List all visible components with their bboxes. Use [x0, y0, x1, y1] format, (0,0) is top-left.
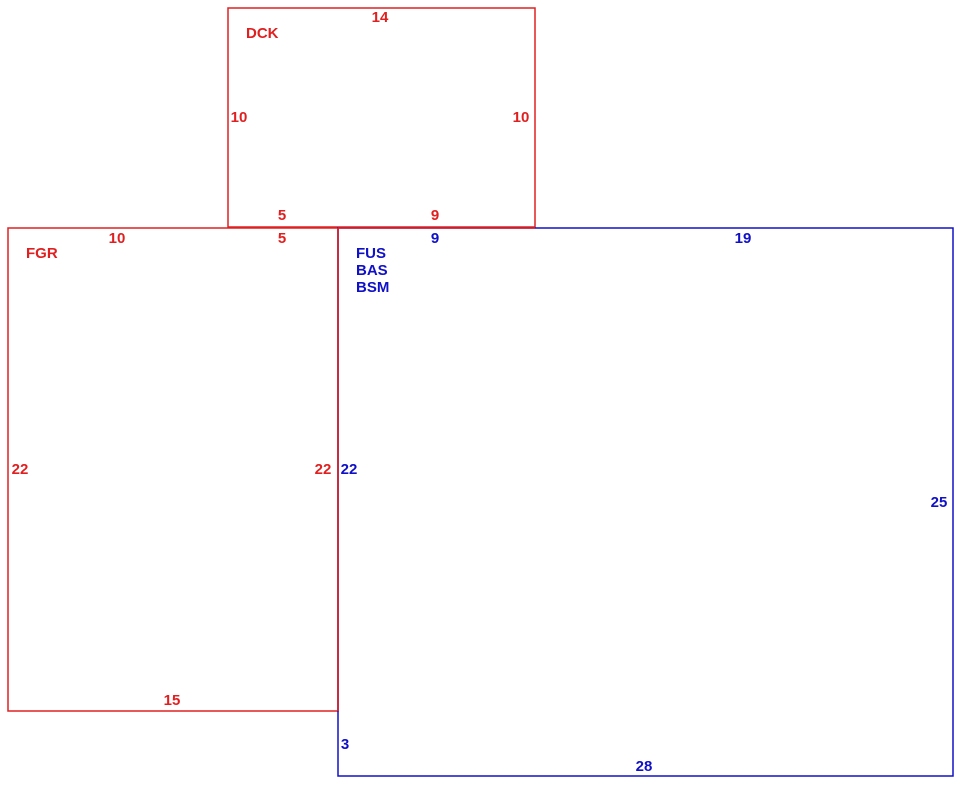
- dck-top-dimension: 14: [372, 9, 389, 26]
- main-top-left-dimension: 9: [431, 230, 439, 247]
- main-left-lower-dimension: 3: [341, 736, 349, 753]
- main-outline[interactable]: [337, 227, 954, 777]
- dck-outline[interactable]: [227, 7, 536, 228]
- fgr-right-dimension: 22: [315, 461, 332, 478]
- main-top-right-dimension: 19: [735, 230, 752, 247]
- main-left-dimension: 22: [341, 461, 358, 478]
- main-code-bsm: BSM: [356, 279, 389, 296]
- dck-area: DCK 14 10 10 5 9: [227, 7, 536, 228]
- dck-right-dimension: 10: [513, 109, 530, 126]
- fgr-code-label: FGR: [26, 245, 58, 262]
- fgr-outline[interactable]: [7, 227, 339, 712]
- fgr-left-dimension: 22: [12, 461, 29, 478]
- dck-code-label: DCK: [246, 25, 279, 42]
- main-code-fus: FUS: [356, 245, 386, 262]
- fgr-area: FGR 10 5 22 22 15: [7, 227, 339, 712]
- dck-bottom-right-dimension: 9: [431, 207, 439, 224]
- main-area: FUS BAS BSM 9 19 22 3 25 28: [337, 227, 954, 777]
- dck-bottom-left-dimension: 5: [278, 207, 286, 224]
- main-bottom-dimension: 28: [636, 758, 653, 775]
- dck-left-dimension: 10: [231, 109, 248, 126]
- main-code-bas: BAS: [356, 262, 388, 279]
- fgr-top-right-dimension: 5: [278, 230, 286, 247]
- fgr-top-left-dimension: 10: [109, 230, 126, 247]
- main-right-dimension: 25: [931, 494, 948, 511]
- fgr-bottom-dimension: 15: [164, 692, 181, 709]
